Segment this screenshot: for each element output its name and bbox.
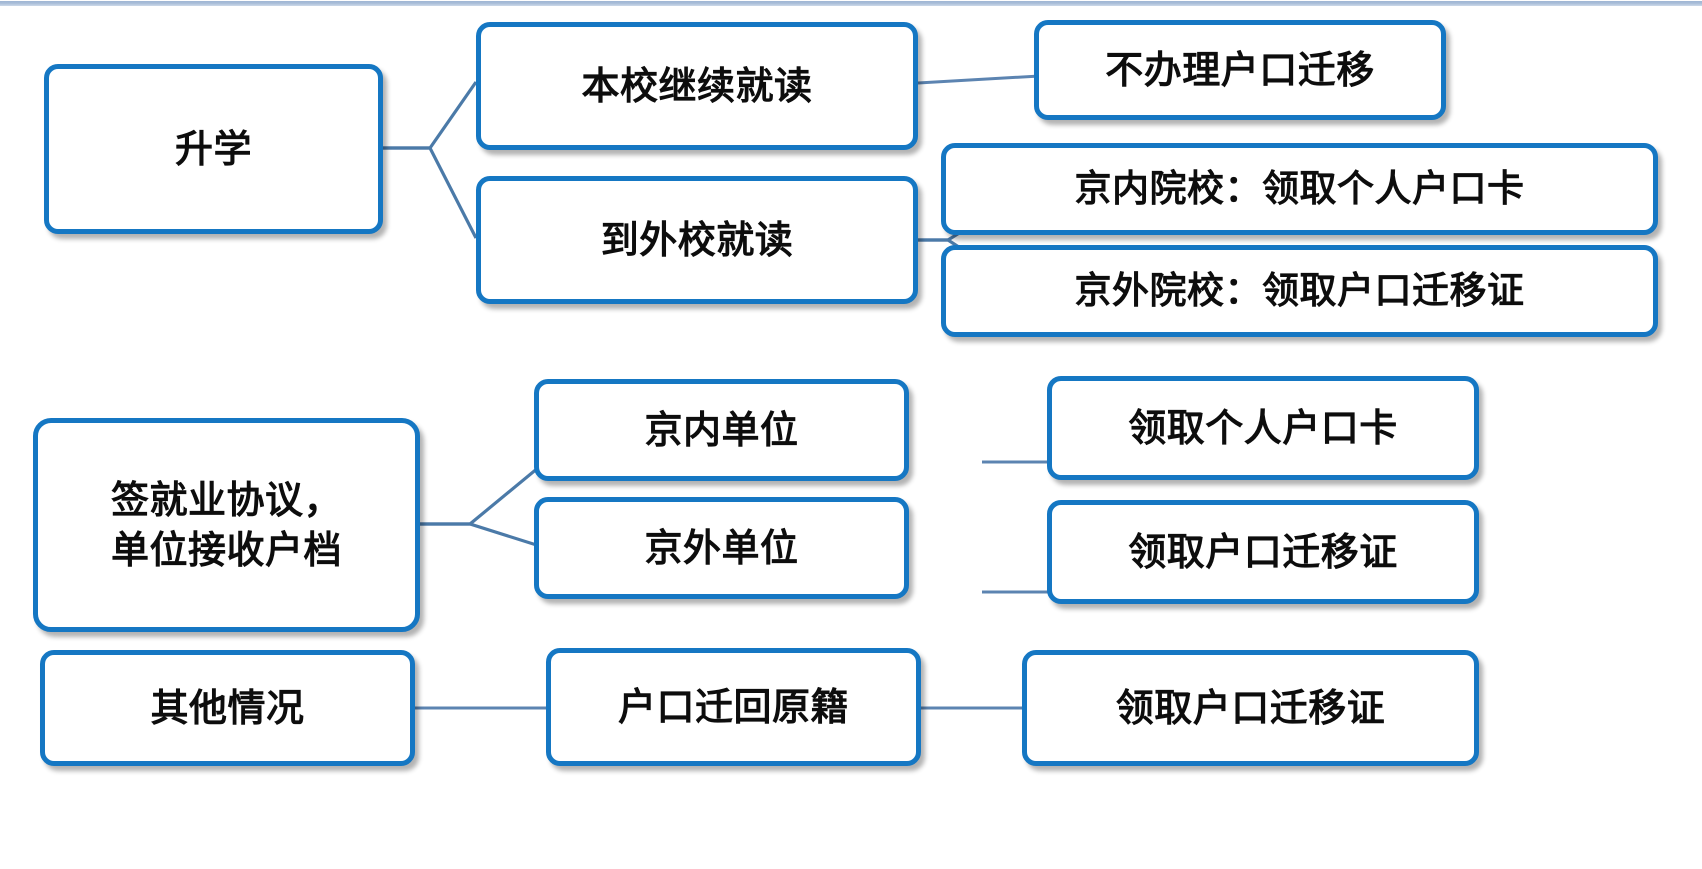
connector-further-study-to-other — [383, 146, 478, 239]
node-employment-agreement[interactable]: 签就业协议， 单位接收户档 — [33, 418, 420, 632]
node-no-transfer[interactable]: 不办理户口迁移 — [1034, 20, 1446, 120]
connector-further-study-to-stay — [383, 81, 478, 150]
node-other-case[interactable]: 其他情况 — [40, 650, 415, 766]
node-stay-same-school[interactable]: 本校继续就读 — [476, 22, 918, 150]
node-get-transfer-cert[interactable]: 领取户口迁移证 — [1047, 500, 1479, 604]
node-outside-employer[interactable]: 京外单位 — [534, 497, 909, 599]
node-beijing-college[interactable]: 京内院校：领取个人户口卡 — [941, 143, 1658, 235]
node-outside-college[interactable]: 京外院校：领取户口迁移证 — [941, 245, 1658, 337]
node-beijing-employer[interactable]: 京内单位 — [534, 379, 909, 481]
node-get-transfer-cert-2[interactable]: 领取户口迁移证 — [1022, 650, 1479, 766]
top-divider-band — [0, 1, 1702, 6]
node-return-origin[interactable]: 户口迁回原籍 — [546, 648, 921, 766]
node-other-school[interactable]: 到外校就读 — [476, 176, 918, 304]
node-further-study[interactable]: 升学 — [44, 64, 383, 234]
node-get-personal-card[interactable]: 领取个人户口卡 — [1047, 376, 1479, 480]
